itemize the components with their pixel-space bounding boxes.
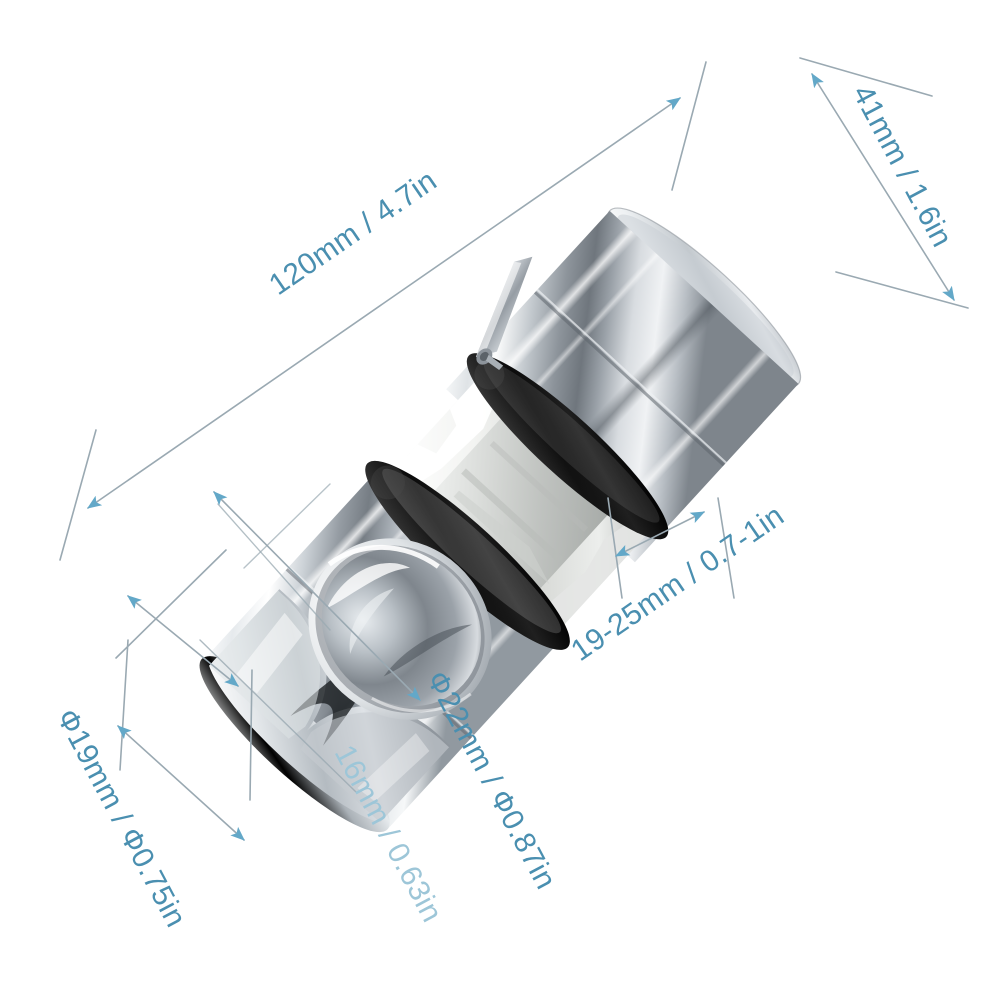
dimension-cradle-diameter	[117, 639, 253, 841]
label-cradle-diameter: Ф19mm / Ф0.75in	[50, 704, 193, 933]
label-clamp-range: 19-25mm / 0.7-1in	[565, 499, 790, 668]
label-cradle-depth: 16mm / 0.63in	[328, 740, 449, 928]
dimension-bowl-diameter	[213, 483, 421, 701]
label-bowl-diameter: Ф22mm / Ф0.87in	[420, 666, 563, 895]
dimension-overall-length	[59, 61, 707, 561]
label-overall-diameter: 41mm / 1.6in	[846, 80, 959, 253]
dimension-overall-diameter	[799, 57, 969, 309]
dimension-clamp-range	[607, 497, 735, 599]
